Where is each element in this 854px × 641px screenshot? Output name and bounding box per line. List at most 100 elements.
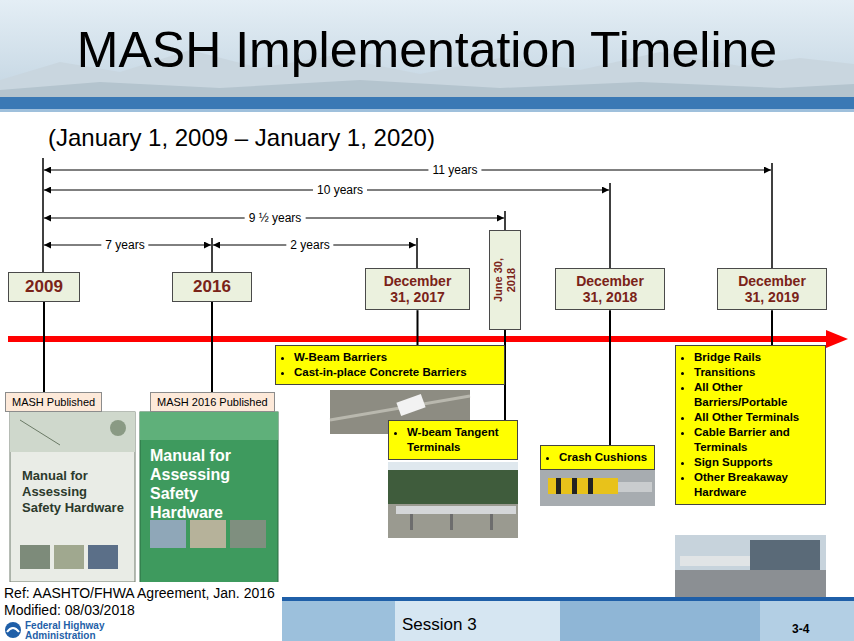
date-box: 2016 [172,272,252,302]
photo-post [490,514,493,530]
tick-line [416,238,418,268]
fhwa-logo-mark [7,628,19,632]
dimension-arrow [44,170,771,171]
bullet-list: Crash Cushions [541,450,648,465]
photo-stripe [588,478,593,494]
photo-tangent-terminal [388,462,518,538]
date-text: December 31, 2018 [568,273,652,305]
modified-note: Modified: 08/03/2018 [4,602,135,618]
banner-sky [0,0,854,98]
cover-title: Manual for Assessing Safety Hardware [150,446,272,522]
banner-stripe [0,97,854,109]
date-box: 2009 [8,272,80,302]
requirement-box: W-beam Tangent Terminals [388,420,518,460]
photo-post [450,514,453,530]
connector-line [417,310,419,345]
session-label: Session 3 [402,615,477,635]
tick-line [211,238,213,272]
bullet-item: Crash Cushions [559,450,648,465]
cover-header [10,412,135,452]
photo-trees [388,470,518,504]
publication-box: MASH Published [5,392,102,412]
connector-line [43,302,45,392]
requirement-box: Bridge RailsTransitionsAll Other Barrier… [675,345,826,505]
manual-cover-2009 [10,412,135,582]
bullet-item: W-beam Tangent Terminals [407,425,511,455]
cover-photo [230,520,266,548]
photo-post [410,514,413,530]
connector-line [771,310,773,345]
bullet-item: Bridge Rails [694,350,819,365]
photo-vehicle [396,394,425,416]
dimension-label: 11 years [428,163,481,177]
tick-lines [43,158,772,272]
cover-title: Manual for Assessing Safety Hardware [22,468,127,516]
publication-text: MASH 2016 Published [157,395,268,409]
date-text: December 31, 2019 [730,273,814,305]
photo-cushion [548,478,618,494]
banner-stripe-light [0,109,854,112]
requirement-box: W-Beam BarriersCast-in-place Concrete Ba… [275,345,505,385]
bullet-item: Cable Barrier and Terminals [694,425,819,455]
tick-line [504,211,506,230]
date-box: June 30, 2018 [489,230,521,330]
book-cover [140,412,278,598]
cover-photo [190,520,226,548]
dimension-label: 9 ½ years [245,211,306,225]
photo-sky [388,462,518,538]
bullet-item: Transitions [694,365,819,380]
page-number: 3-4 [792,622,809,636]
cover-seal [110,420,126,436]
bullet-item: W-Beam Barriers [294,350,498,365]
tick-line [771,163,773,268]
publication-box: MASH 2016 Published [150,392,275,412]
tick-line [42,158,44,272]
cover-header [140,412,278,440]
timeline-arrowhead [826,330,848,348]
banner-hills [0,80,854,98]
date-box: December 31, 2017 [365,268,470,310]
connector-line [609,310,611,445]
cover-photo [54,545,84,569]
dimension-label: 7 years [101,238,148,252]
agency-name: Federal Highway Administration [25,621,135,641]
photo-bridge-rail [675,535,826,597]
bullet-item: Other Breakaway Hardware [694,470,819,500]
photo-road [388,504,518,538]
fhwa-logo [5,622,21,638]
timeline-bar [8,336,830,342]
date-box: December 31, 2019 [717,268,827,310]
date-box: December 31, 2018 [555,268,665,310]
photo-barrier [618,482,652,492]
slide-title: MASH Implementation Timeline [0,22,854,78]
dimension-label: 10 years [313,183,367,197]
manual-cover-2016 [140,412,278,598]
photo-stripe [572,478,577,494]
footer-photo [560,601,760,641]
photo-guardrail [396,506,516,514]
date-text: December 31, 2017 [378,273,457,305]
footer [0,582,854,641]
photo-road [675,570,826,597]
photo-sky [675,535,826,597]
tick-line [609,183,611,268]
date-text: 2009 [21,277,67,297]
footer-photo [395,601,560,641]
bullet-item: Cast-in-place Concrete Barriers [294,365,498,380]
date-text: June 30, 2018 [492,252,518,308]
bullet-list: W-Beam BarriersCast-in-place Concrete Ba… [276,350,498,380]
reference-note: Ref: AASHTO/FHWA Agreement, Jan. 2016 [4,585,275,601]
cover-photo [88,545,118,569]
photo-stripe [556,478,561,494]
photo-structure [750,540,820,570]
connector-line [211,302,213,392]
cover-decoration [20,420,60,445]
footer-photo [282,601,395,641]
footer-photo [760,601,854,641]
bullet-list: W-beam Tangent Terminals [389,425,511,455]
cover-photo [150,520,186,548]
